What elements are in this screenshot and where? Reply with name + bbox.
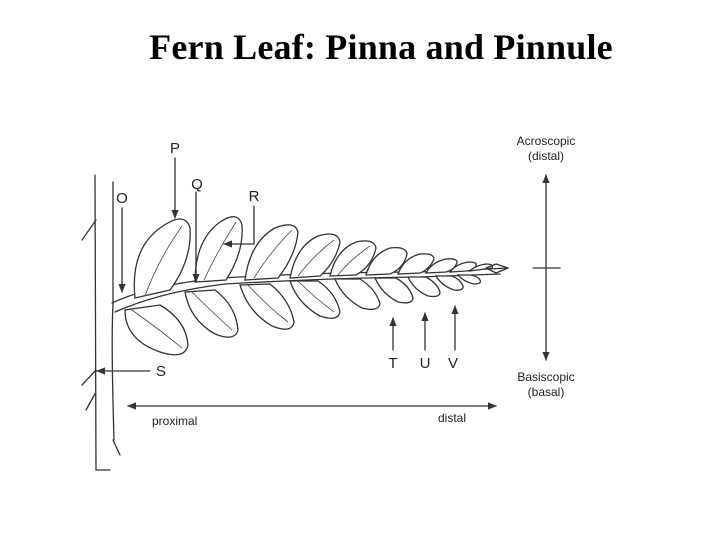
orientation-arrows	[127, 174, 561, 410]
label-u: U	[420, 355, 431, 372]
distal-label: distal	[438, 411, 466, 425]
label-o: O	[116, 190, 128, 207]
basiscopic-label: Basiscopic	[517, 370, 574, 384]
label-q: Q	[191, 176, 203, 193]
acroscopic-note: (distal)	[528, 149, 564, 163]
letter-labels: O P Q R S T U V	[116, 140, 458, 380]
upper-pinnules	[133, 216, 509, 299]
label-t: T	[388, 355, 397, 372]
slide-title: Fern Leaf: Pinna and Pinnule	[149, 27, 613, 67]
lower-pinnules	[124, 274, 482, 356]
label-v: V	[448, 355, 458, 372]
acroscopic-label: Acroscopic	[517, 134, 576, 148]
rachis	[81, 174, 121, 471]
arrow-r	[223, 205, 255, 248]
label-s: S	[156, 363, 166, 380]
pointer-arrows	[96, 157, 459, 375]
basiscopic-note: (basal)	[528, 385, 565, 399]
label-r: R	[249, 188, 260, 205]
label-p: P	[170, 140, 180, 157]
proximal-label: proximal	[152, 414, 197, 428]
orientation-labels: Acroscopic (distal) Basiscopic (basal) p…	[152, 134, 575, 428]
